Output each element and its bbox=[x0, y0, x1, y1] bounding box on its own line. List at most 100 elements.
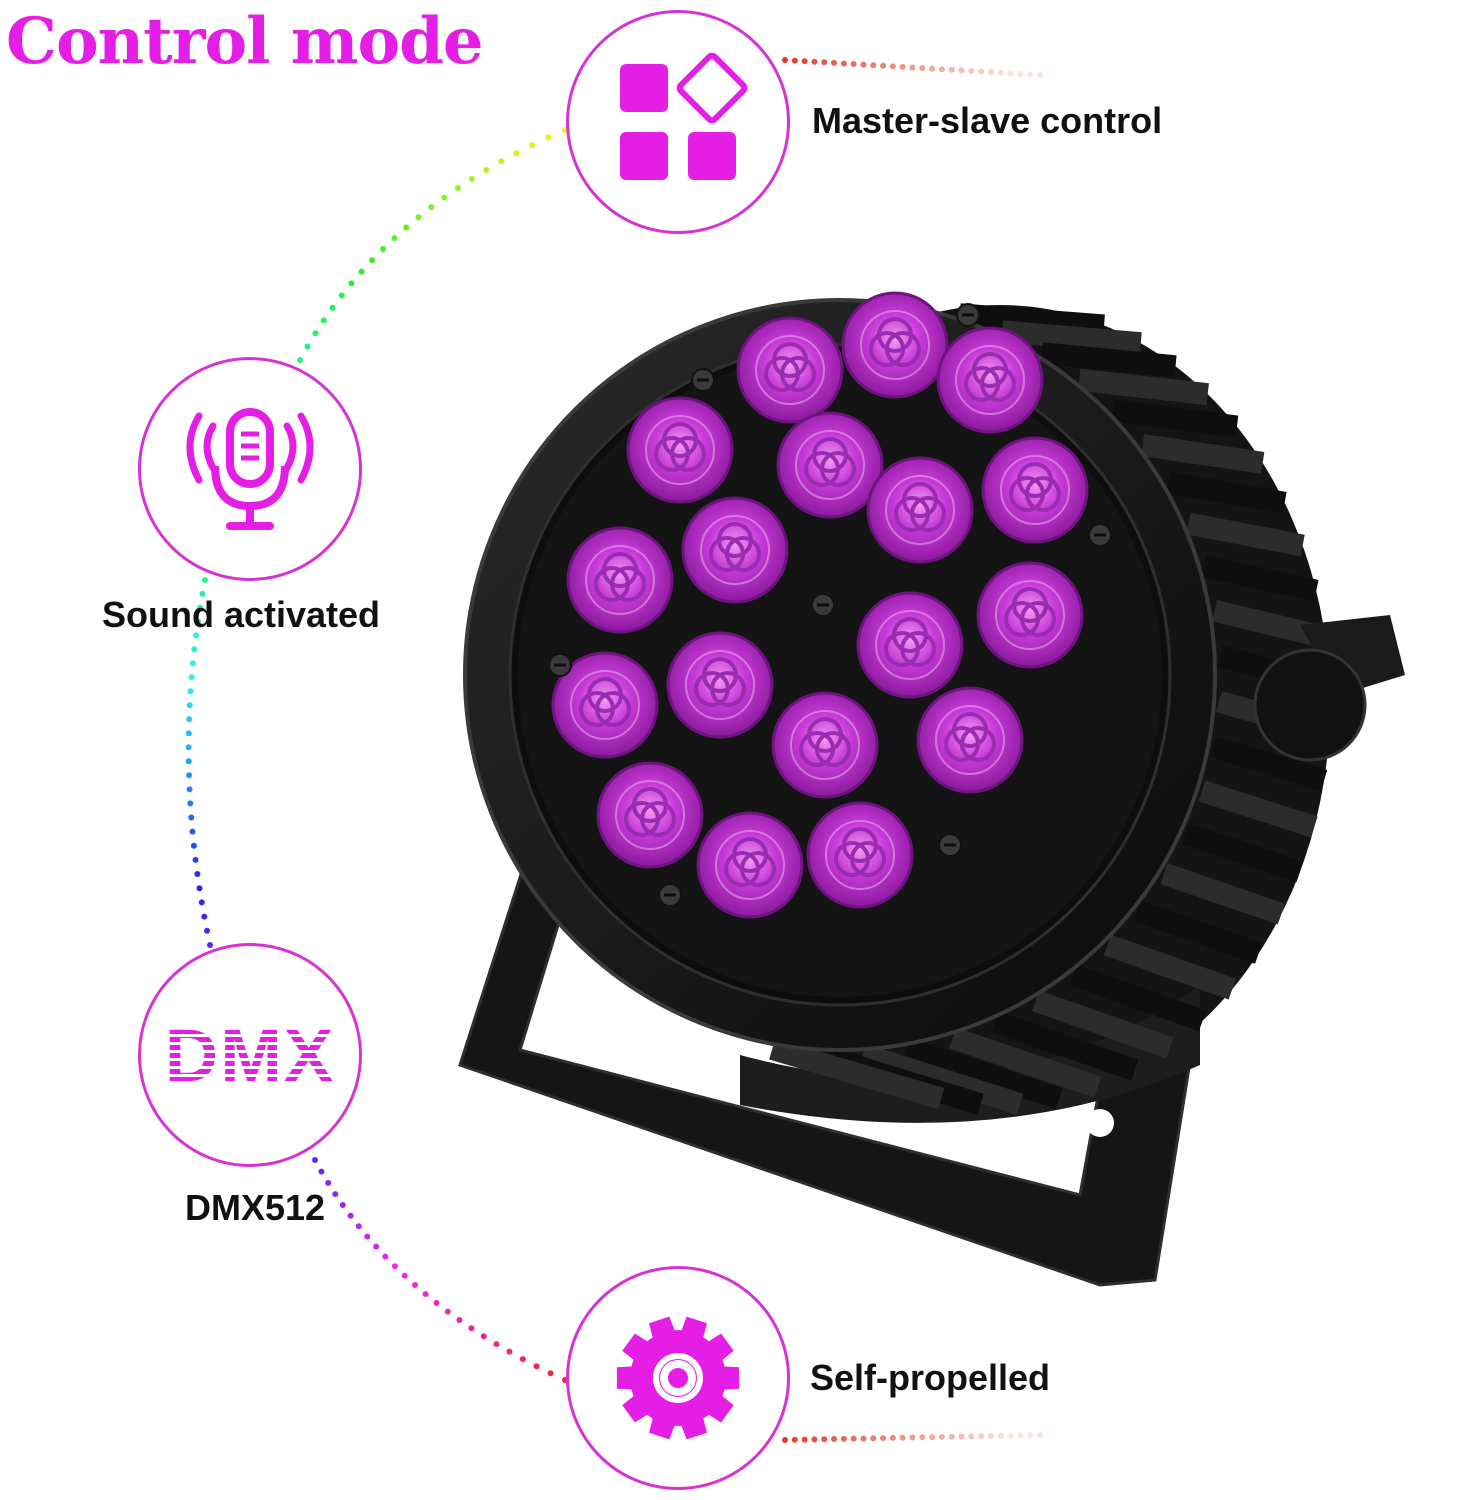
connector-dot bbox=[201, 913, 208, 920]
connector-dot bbox=[297, 357, 303, 363]
led-lens bbox=[566, 526, 674, 634]
connector-dot bbox=[480, 1333, 487, 1340]
connector-dot bbox=[186, 772, 193, 779]
connector-dot bbox=[919, 1434, 926, 1441]
led-lens bbox=[976, 561, 1084, 669]
led-lens bbox=[936, 326, 1044, 434]
connector-dot bbox=[909, 64, 916, 71]
connector-dot bbox=[506, 1348, 513, 1355]
connector-dot bbox=[339, 1202, 346, 1208]
connector-dot bbox=[325, 1179, 332, 1186]
connector-dot bbox=[456, 1317, 463, 1323]
connector-dot bbox=[498, 158, 505, 165]
connector-dot bbox=[187, 800, 194, 807]
led-lens bbox=[916, 686, 1024, 794]
connector-dot bbox=[347, 1212, 354, 1219]
connector-dot bbox=[545, 134, 552, 141]
led-lens bbox=[551, 651, 659, 759]
connector-dot bbox=[840, 1435, 847, 1442]
connector-dot bbox=[194, 618, 201, 625]
connector-dot bbox=[831, 1436, 838, 1443]
connector-dot bbox=[190, 842, 197, 849]
connector-dot bbox=[204, 927, 211, 934]
connector-dot bbox=[997, 1432, 1004, 1439]
connector-dot bbox=[192, 856, 199, 863]
connector-dot bbox=[186, 716, 193, 723]
connector-dot bbox=[403, 224, 410, 231]
connector-dot bbox=[929, 65, 936, 72]
screw bbox=[811, 593, 835, 617]
connector-dot bbox=[196, 885, 203, 892]
mode-circle-dmx: DMX bbox=[138, 943, 362, 1167]
gear-icon bbox=[616, 1316, 740, 1440]
connector-dot bbox=[968, 67, 975, 74]
connector-dot bbox=[188, 814, 195, 821]
connector-dot bbox=[821, 59, 828, 66]
connector-dot bbox=[391, 235, 398, 242]
connector-dot bbox=[909, 1434, 916, 1441]
connector-dot bbox=[533, 1363, 540, 1370]
connector-dot bbox=[811, 58, 818, 65]
connector-dot bbox=[840, 60, 847, 67]
connector-dot bbox=[850, 61, 857, 68]
connector-dot bbox=[948, 66, 955, 73]
mode-circle-auto bbox=[566, 1266, 790, 1490]
connector-dot bbox=[870, 62, 877, 69]
connector-dot bbox=[320, 317, 327, 324]
connector-dot bbox=[207, 942, 213, 948]
led-lens bbox=[681, 496, 789, 604]
connector-dot bbox=[938, 66, 945, 73]
connector-dot bbox=[987, 69, 994, 76]
connector-dot bbox=[1027, 1432, 1034, 1439]
connector-dot bbox=[364, 1233, 371, 1240]
connector-dot bbox=[422, 1291, 429, 1298]
led-lens bbox=[841, 291, 949, 399]
connector-dot bbox=[978, 68, 985, 75]
connector-dot bbox=[782, 1437, 788, 1443]
connector-dot bbox=[919, 65, 926, 72]
led-lens bbox=[626, 396, 734, 504]
connector-dot bbox=[382, 1253, 389, 1260]
connector-dot bbox=[338, 292, 345, 299]
connector-dot bbox=[782, 57, 788, 63]
connector-dot bbox=[529, 142, 536, 149]
screw bbox=[938, 833, 962, 857]
led-lens bbox=[981, 436, 1089, 544]
mode-circle-sound bbox=[138, 357, 362, 581]
master-slave-grid-icon bbox=[620, 52, 748, 180]
connector-dot bbox=[373, 1243, 380, 1250]
page-title: Control mode bbox=[6, 4, 484, 79]
connector-dot bbox=[202, 577, 208, 583]
connector-dot bbox=[380, 245, 387, 252]
screw bbox=[548, 653, 572, 677]
connector-dot bbox=[899, 1434, 906, 1441]
connector-dot bbox=[188, 674, 195, 681]
connector-dot bbox=[948, 1433, 955, 1440]
led-lens bbox=[856, 591, 964, 699]
connector-dot bbox=[997, 69, 1004, 76]
connector-dot bbox=[391, 1263, 398, 1270]
connector-dot bbox=[197, 604, 204, 611]
led-lens bbox=[806, 801, 914, 909]
connector-dot bbox=[185, 744, 192, 751]
led-lens bbox=[696, 811, 804, 919]
led-lens bbox=[596, 761, 704, 869]
connector-dot bbox=[454, 184, 461, 191]
connector-dot bbox=[468, 175, 475, 182]
screw bbox=[1088, 523, 1112, 547]
connector-dot bbox=[519, 1356, 526, 1363]
connector-dot bbox=[958, 67, 965, 74]
led-lens bbox=[771, 691, 879, 799]
connector-dot bbox=[191, 646, 198, 653]
connector-dot bbox=[958, 1433, 965, 1440]
connector-dot bbox=[880, 62, 887, 69]
led-lens bbox=[866, 456, 974, 564]
mode-label-auto: Self-propelled bbox=[810, 1357, 1051, 1398]
connector-dot bbox=[801, 1436, 808, 1443]
connector-dot bbox=[415, 214, 422, 221]
microphone-sound-icon bbox=[186, 408, 314, 530]
connector-dot bbox=[1037, 72, 1043, 78]
connector-dot bbox=[433, 1299, 440, 1306]
connector-dot bbox=[186, 702, 193, 709]
